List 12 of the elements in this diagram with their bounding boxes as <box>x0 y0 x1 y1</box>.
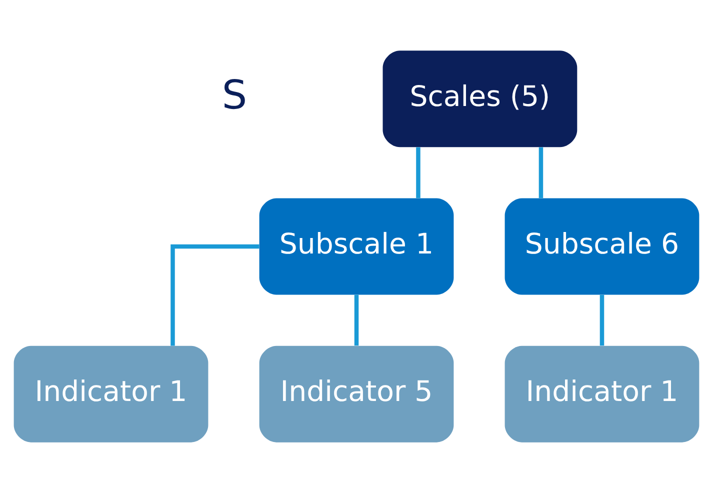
node-box: Scales (5) <box>382 50 578 147</box>
node-box: Subscale 1 <box>259 198 454 294</box>
node-box: Subscale 6 <box>504 198 700 294</box>
node-box: Indicator 1 <box>504 345 700 442</box>
connector <box>538 146 544 198</box>
connector <box>354 294 359 346</box>
node-box: Indicator 5 <box>259 345 454 442</box>
connector <box>170 244 260 346</box>
connector <box>416 146 420 198</box>
node-box: Indicator 1 <box>14 345 208 442</box>
label: S <box>222 72 248 118</box>
connector <box>600 294 604 346</box>
